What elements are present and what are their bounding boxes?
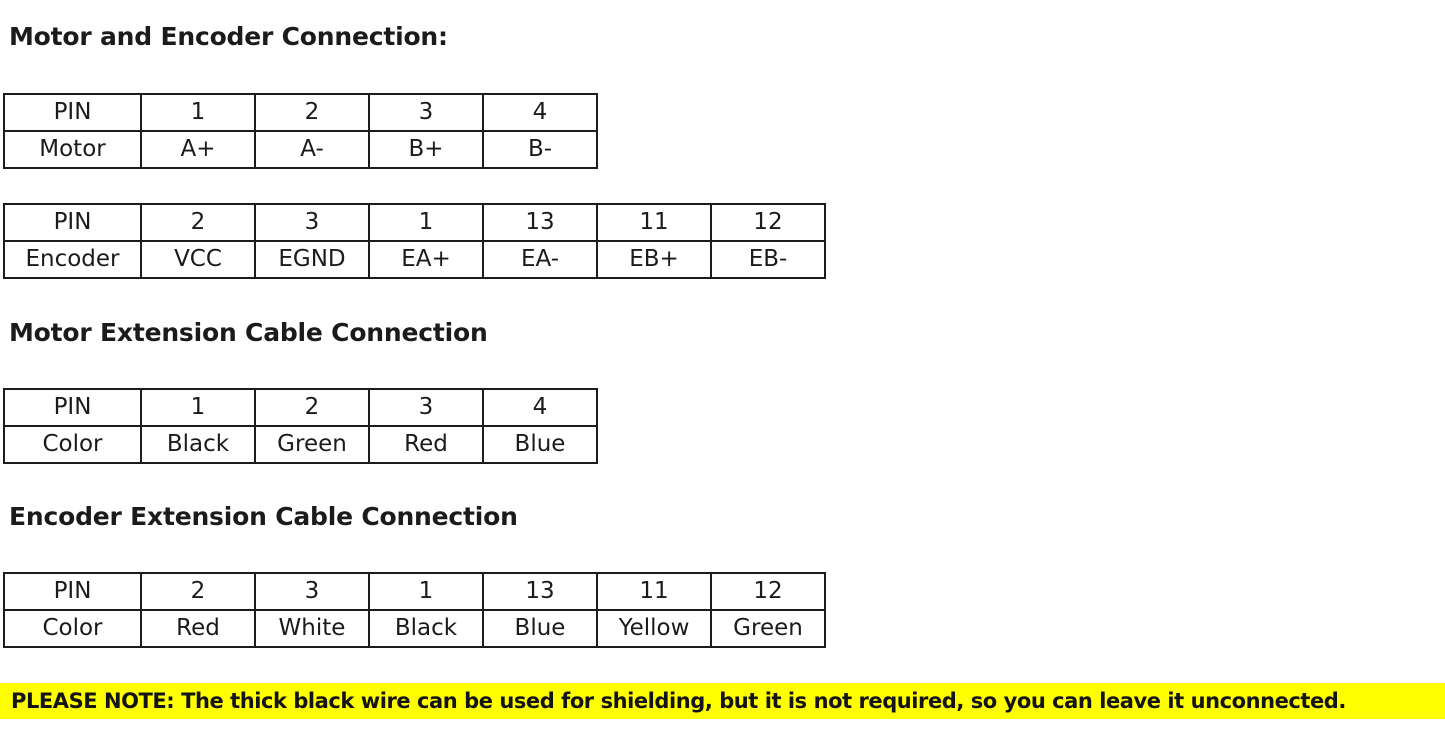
table-cell: 3 <box>254 203 370 242</box>
table-cell: Red <box>368 425 484 464</box>
table-motor-extension-cable: PIN 1 2 3 4 Color Black Green Red Blue <box>3 388 598 464</box>
table-cell: 3 <box>368 388 484 427</box>
table-encoder-connection: PIN 2 3 1 13 11 12 Encoder VCC EGND EA+ … <box>3 203 826 279</box>
table-cell: PIN <box>3 388 142 427</box>
table-cell: White <box>254 609 370 648</box>
table-row: PIN 2 3 1 13 11 12 <box>3 203 826 242</box>
table-cell: EA- <box>482 240 598 279</box>
table-cell: 1 <box>140 388 256 427</box>
table-cell: Blue <box>482 609 598 648</box>
table-cell: 13 <box>482 203 598 242</box>
table-cell: PIN <box>3 572 142 611</box>
table-cell: 1 <box>368 203 484 242</box>
table-cell: 3 <box>254 572 370 611</box>
table-cell: 3 <box>368 93 484 132</box>
table-cell: PIN <box>3 93 142 132</box>
table-cell: Encoder <box>3 240 142 279</box>
please-note-text: PLEASE NOTE: The thick black wire can be… <box>11 688 1346 713</box>
table-cell: 2 <box>140 203 256 242</box>
table-cell: Blue <box>482 425 598 464</box>
table-cell: EA+ <box>368 240 484 279</box>
table-cell: EGND <box>254 240 370 279</box>
table-row: Color Red White Black Blue Yellow Green <box>3 609 826 648</box>
table-cell: B- <box>482 130 598 169</box>
heading-motor-extension-cable-connection: Motor Extension Cable Connection <box>9 318 488 347</box>
heading-encoder-extension-cable-connection: Encoder Extension Cable Connection <box>9 502 518 531</box>
table-cell: 12 <box>710 203 826 242</box>
table-cell: Yellow <box>596 609 712 648</box>
table-cell: Color <box>3 609 142 648</box>
table-cell: Black <box>140 425 256 464</box>
table-cell: 4 <box>482 93 598 132</box>
table-cell: Green <box>254 425 370 464</box>
table-cell: 1 <box>368 572 484 611</box>
table-cell: 13 <box>482 572 598 611</box>
table-row: PIN 1 2 3 4 <box>3 93 598 132</box>
please-note-banner: PLEASE NOTE: The thick black wire can be… <box>0 683 1445 719</box>
table-cell: A+ <box>140 130 256 169</box>
table-cell: 4 <box>482 388 598 427</box>
table-cell: EB- <box>710 240 826 279</box>
table-cell: Green <box>710 609 826 648</box>
table-row: Motor A+ A- B+ B- <box>3 130 598 169</box>
table-cell: 11 <box>596 203 712 242</box>
table-cell: 1 <box>140 93 256 132</box>
table-row: Encoder VCC EGND EA+ EA- EB+ EB- <box>3 240 826 279</box>
table-cell: Red <box>140 609 256 648</box>
table-cell: Motor <box>3 130 142 169</box>
table-cell: 11 <box>596 572 712 611</box>
table-cell: 2 <box>140 572 256 611</box>
table-cell: Black <box>368 609 484 648</box>
table-cell: Color <box>3 425 142 464</box>
table-row: PIN 2 3 1 13 11 12 <box>3 572 826 611</box>
table-cell: 2 <box>254 388 370 427</box>
table-cell: PIN <box>3 203 142 242</box>
table-cell: A- <box>254 130 370 169</box>
table-cell: 2 <box>254 93 370 132</box>
table-motor-connection: PIN 1 2 3 4 Motor A+ A- B+ B- <box>3 93 598 169</box>
heading-motor-and-encoder-connection: Motor and Encoder Connection: <box>9 22 448 51</box>
table-encoder-extension-cable: PIN 2 3 1 13 11 12 Color Red White Black… <box>3 572 826 648</box>
table-cell: 12 <box>710 572 826 611</box>
table-cell: B+ <box>368 130 484 169</box>
table-cell: VCC <box>140 240 256 279</box>
table-row: Color Black Green Red Blue <box>3 425 598 464</box>
table-cell: EB+ <box>596 240 712 279</box>
table-row: PIN 1 2 3 4 <box>3 388 598 427</box>
